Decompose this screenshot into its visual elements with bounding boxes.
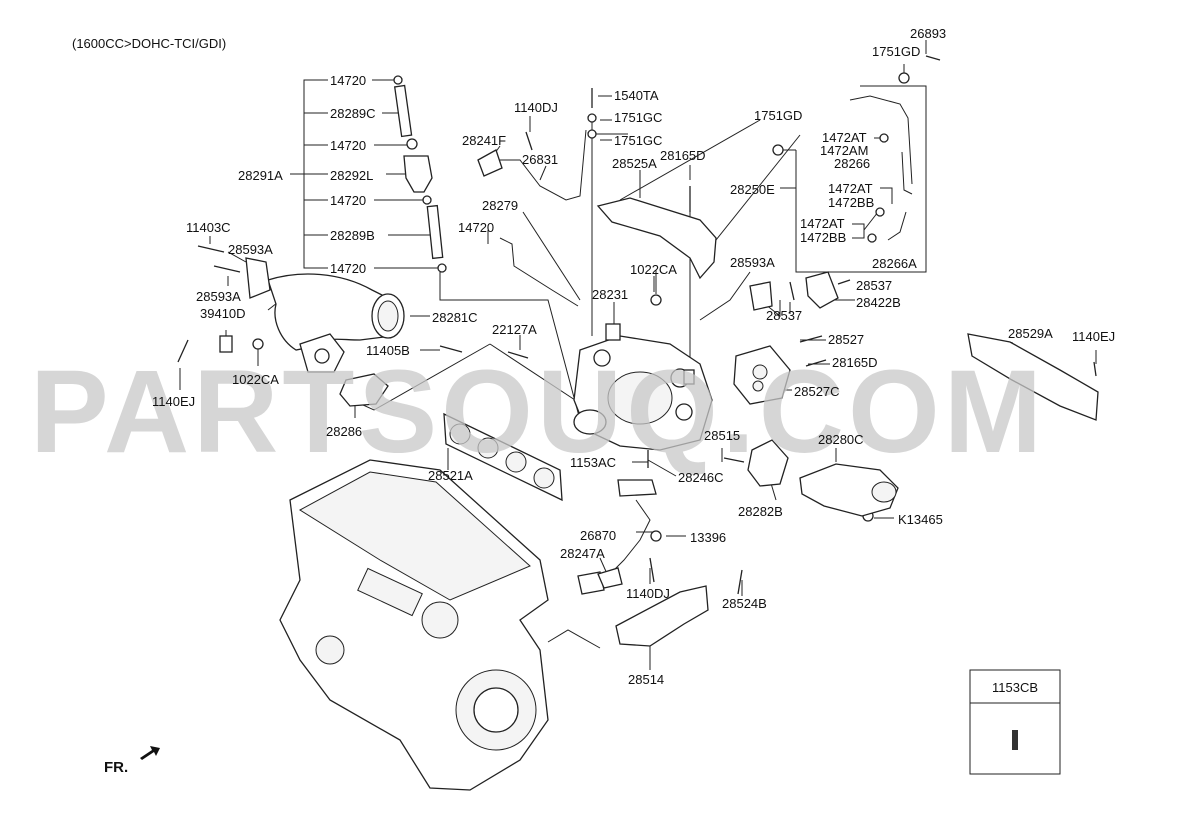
turbo-outlet-28280c <box>799 463 899 517</box>
part-label[interactable]: 28286 <box>326 424 362 439</box>
part-label[interactable]: 28165D <box>832 355 878 370</box>
gasket-28282b <box>747 439 789 487</box>
bolts <box>177 55 1097 595</box>
part-label[interactable]: 26893 <box>910 26 946 41</box>
oil-feed-pipe <box>494 129 587 201</box>
oil-return-hose <box>609 499 651 575</box>
part-label[interactable]: 28231 <box>592 287 628 302</box>
part-label[interactable]: 28593A <box>730 255 775 270</box>
exhaust-manifold-gasket <box>443 412 563 502</box>
part-label[interactable]: 28165D <box>660 148 706 163</box>
part-label[interactable]: 13396 <box>690 530 726 545</box>
part-label[interactable]: 28525A <box>612 156 657 171</box>
part-label[interactable]: 28266 <box>834 156 870 171</box>
engine-block <box>279 459 549 791</box>
part-label[interactable]: K13465 <box>898 512 943 527</box>
part-label[interactable]: 28527C <box>794 384 840 399</box>
part-label[interactable]: 26831 <box>522 152 558 167</box>
part-label[interactable]: 28241F <box>462 133 506 148</box>
part-label[interactable]: 28515 <box>704 428 740 443</box>
bracket-28514 <box>615 585 709 647</box>
coolant-hose-set <box>849 95 913 243</box>
part-label[interactable]: 14720 <box>330 261 366 276</box>
part-label[interactable]: 28292L <box>330 168 373 183</box>
part-label[interactable]: 28280C <box>818 432 864 447</box>
part-label[interactable]: 28524B <box>722 596 767 611</box>
part-label[interactable]: 28593A <box>196 289 241 304</box>
part-label[interactable]: 1140EJ <box>1072 329 1115 344</box>
part-label[interactable]: 28527 <box>828 332 864 347</box>
part-label[interactable]: 28529A <box>1008 326 1053 341</box>
part-label[interactable]: 28514 <box>628 672 664 687</box>
part-label[interactable]: 1751GC <box>614 110 662 125</box>
vacuum-hose-assembly <box>393 75 447 273</box>
part-label[interactable]: 28593A <box>228 242 273 257</box>
part-label[interactable]: 28247A <box>560 546 605 561</box>
part-label[interactable]: 1022CA <box>232 372 279 387</box>
heat-shield-upper <box>596 197 717 280</box>
parts-artwork <box>177 55 1099 791</box>
part-label[interactable]: 1140EJ <box>152 394 195 409</box>
front-arrow-icon <box>140 746 160 760</box>
bracket-28422b <box>805 271 839 309</box>
heat-protector-28529a <box>967 333 1099 421</box>
stud-icon <box>1012 730 1018 750</box>
clip-39410d <box>219 335 233 353</box>
part-label[interactable]: 1751GD <box>754 108 802 123</box>
part-label[interactable]: 11403C <box>186 220 231 235</box>
part-label[interactable]: 14720 <box>330 73 366 88</box>
part-label[interactable]: 1472AT <box>800 216 845 231</box>
part-label[interactable]: 1472AT <box>822 130 867 145</box>
front-direction-label: FR. <box>104 759 128 776</box>
part-label[interactable]: 1540TA <box>614 88 659 103</box>
part-label[interactable]: 1140DJ <box>626 586 670 601</box>
bracket-left <box>245 257 271 299</box>
gasket-28247a <box>577 571 605 595</box>
part-label[interactable]: 26870 <box>580 528 616 543</box>
part-label[interactable]: 28289B <box>330 228 375 243</box>
part-label[interactable]: 1472AT <box>828 181 873 196</box>
part-labels: 26893 1751GD 14720 28289C 1540TA 1140DJ … <box>152 26 1115 687</box>
gasket-28246c <box>617 479 657 497</box>
part-label[interactable]: 1751GC <box>614 133 662 148</box>
part-label[interactable]: 28246C <box>678 470 724 485</box>
watermark: PARTSOUQ.COM <box>30 346 1046 478</box>
part-label[interactable]: 28291A <box>238 168 283 183</box>
part-label[interactable]: 1153AC <box>570 455 616 470</box>
part-label[interactable]: 39410D <box>200 306 246 321</box>
part-label[interactable]: 1751GD <box>872 44 920 59</box>
part-label[interactable]: 14720 <box>330 193 366 208</box>
part-label[interactable]: 1140DJ <box>514 100 558 115</box>
part-label[interactable]: 28250E <box>730 182 775 197</box>
gasket-28286 <box>339 373 389 407</box>
turbocharger <box>573 323 713 451</box>
part-label[interactable]: 28521A <box>428 468 473 483</box>
part-label[interactable]: 28266A <box>872 256 917 271</box>
part-label[interactable]: 1472BB <box>828 195 874 210</box>
part-label[interactable]: 22127A <box>492 322 537 337</box>
intake-pipe <box>267 273 405 373</box>
part-label[interactable]: 1472BB <box>800 230 846 245</box>
inset-panel: 1153CB <box>969 669 1061 775</box>
part-label[interactable]: 28422B <box>856 295 901 310</box>
inset-title: 1153CB <box>992 680 1038 695</box>
part-label[interactable]: 1472AM <box>820 143 868 158</box>
part-label[interactable]: 1022CA <box>630 262 677 277</box>
part-label[interactable]: 28279 <box>482 198 518 213</box>
part-label[interactable]: 11405B <box>366 343 410 358</box>
part-label[interactable]: 28537 <box>766 308 802 323</box>
part-label[interactable]: 28537 <box>856 278 892 293</box>
bracket-right <box>749 281 773 311</box>
part-label[interactable]: 14720 <box>330 138 366 153</box>
flange-28241f <box>477 149 503 177</box>
part-label[interactable]: 28282B <box>738 504 783 519</box>
part-label[interactable]: 28289C <box>330 106 376 121</box>
part-label[interactable]: 14720 <box>458 220 494 235</box>
engine-spec-title: (1600CC>DOHC-TCI/GDI) <box>72 36 226 51</box>
part-label[interactable]: 28281C <box>432 310 478 325</box>
water-pipe <box>499 237 579 307</box>
